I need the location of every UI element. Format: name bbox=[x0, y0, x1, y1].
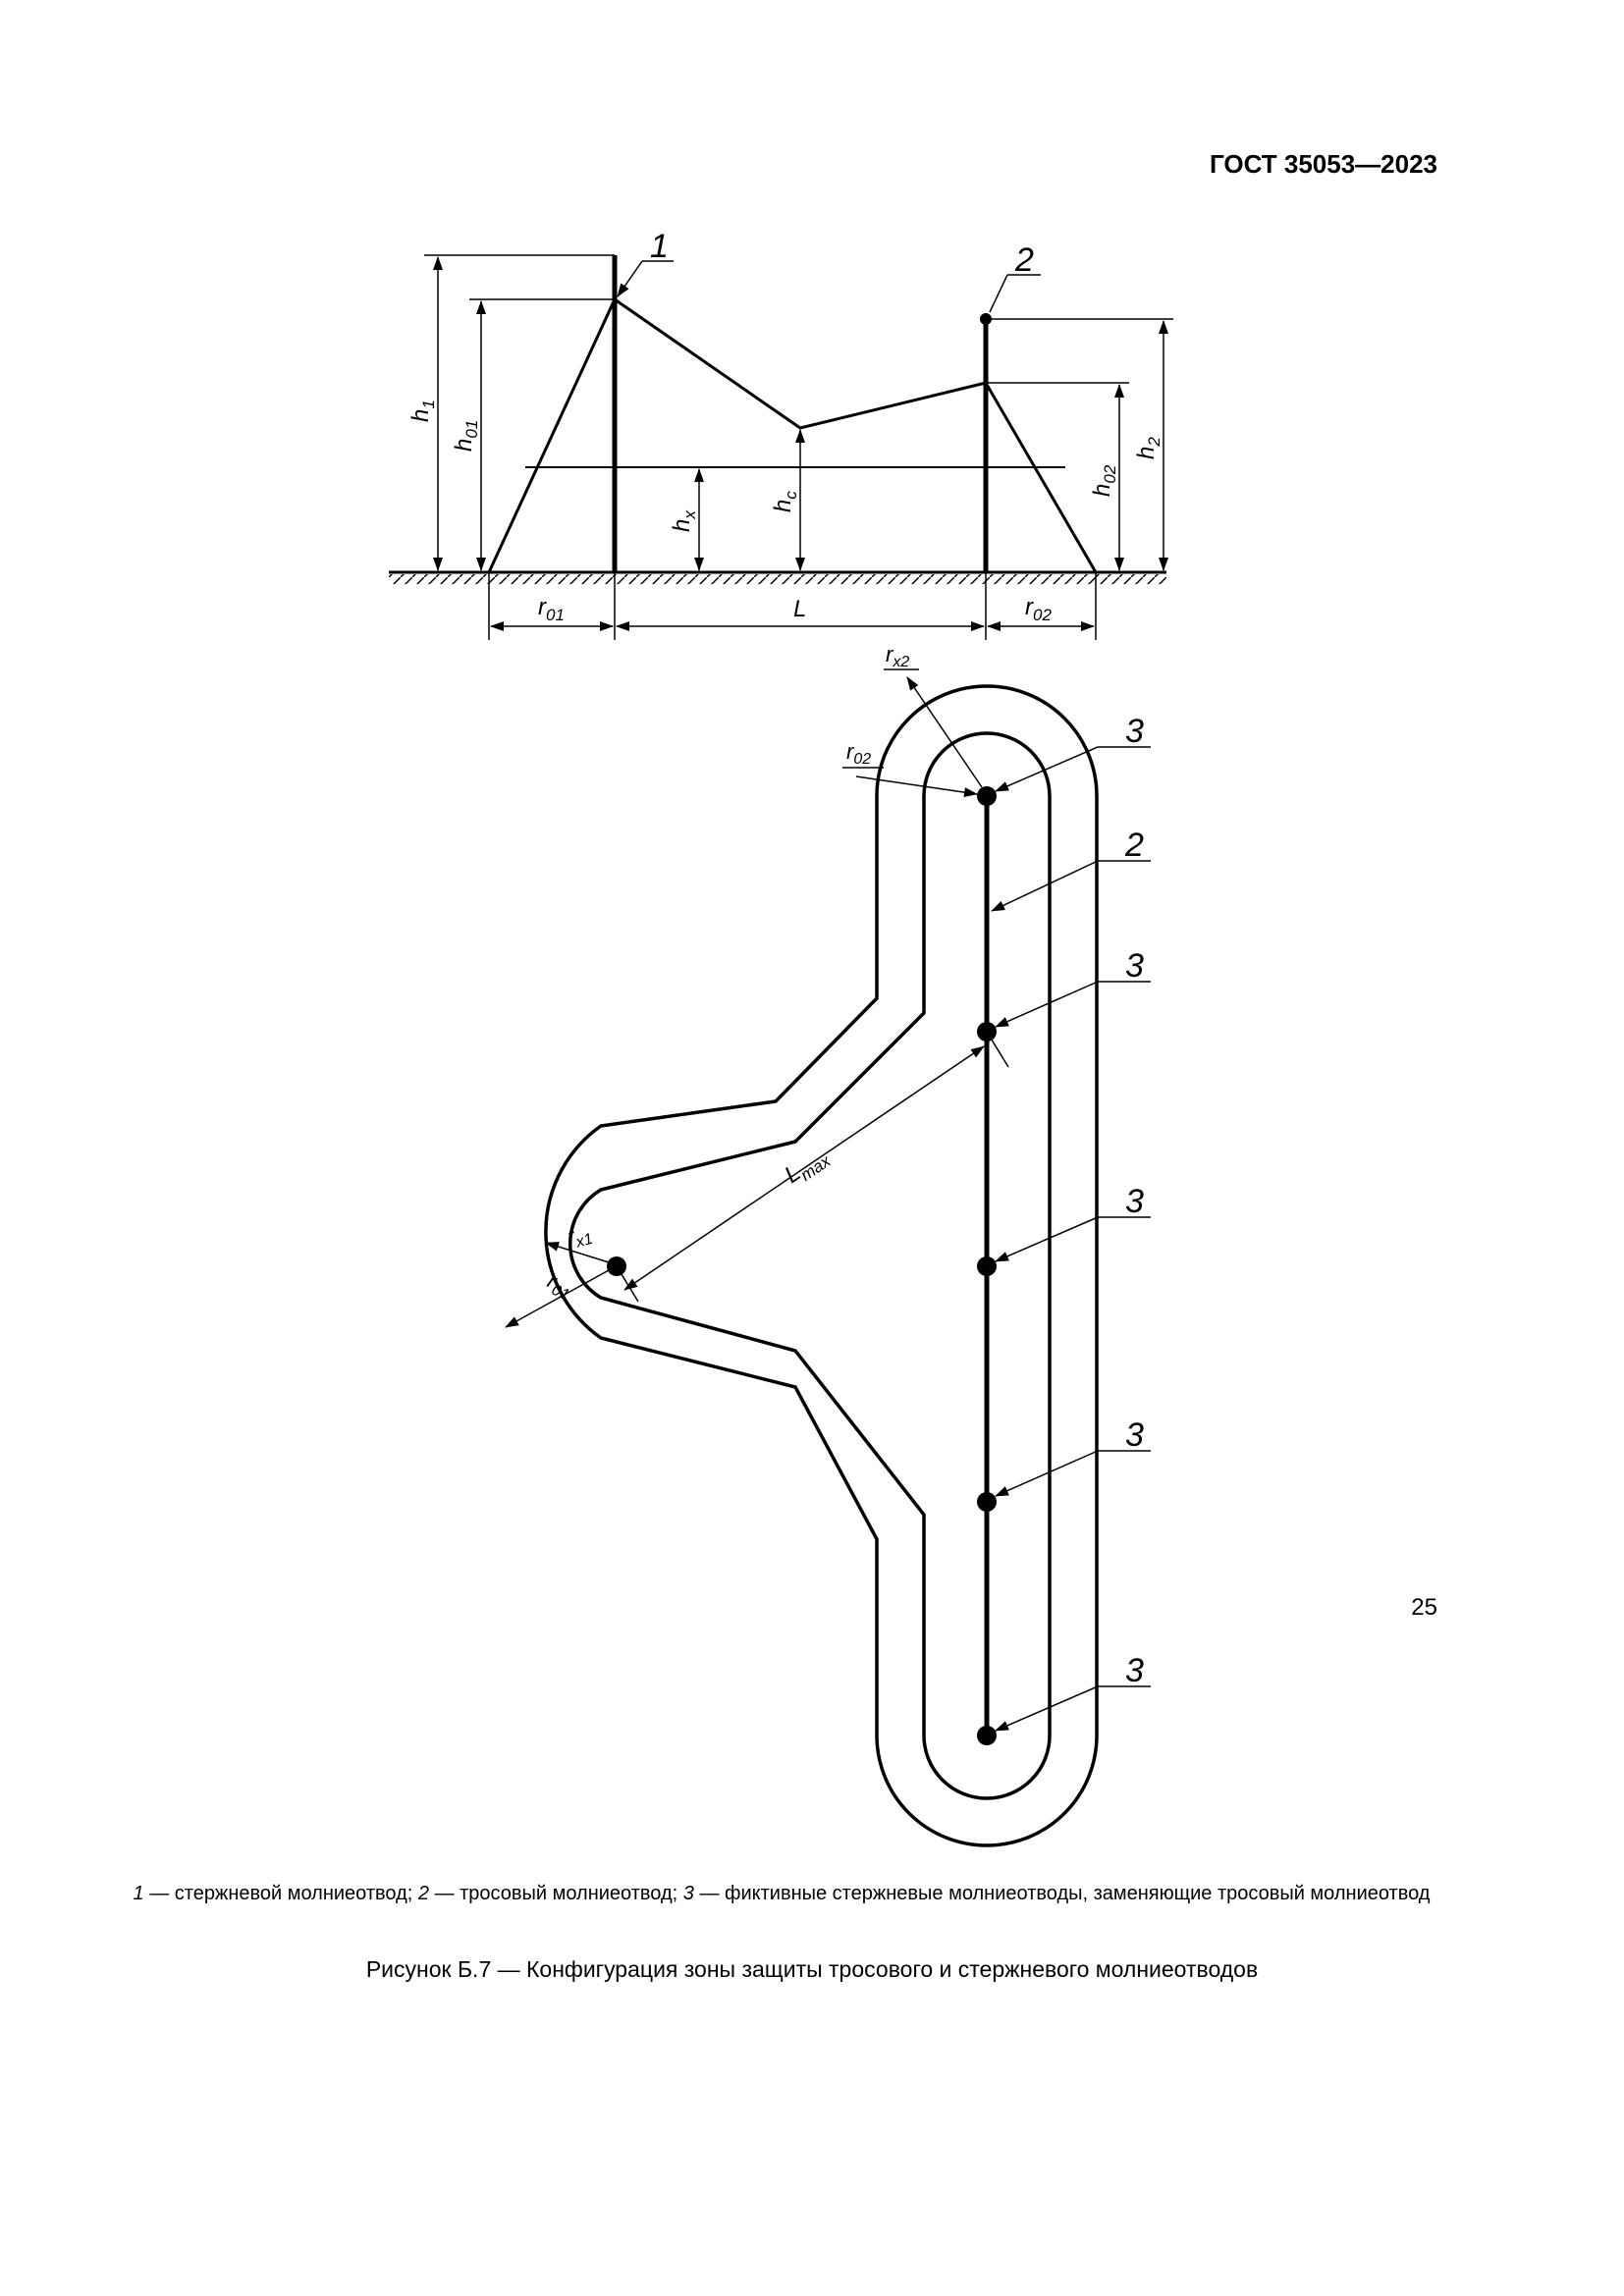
label-rx2-plan: rx2 bbox=[886, 642, 909, 670]
page-number: 25 bbox=[1411, 1594, 1437, 1621]
callout-1-leader bbox=[617, 260, 643, 297]
callout-2-leader-plan bbox=[991, 860, 1099, 912]
legend-num-1: 1 bbox=[133, 1883, 144, 1904]
Lmax-ext-left bbox=[616, 1265, 639, 1303]
document-header: ГОСТ 35053—2023 bbox=[1210, 149, 1437, 179]
fictitious-rod-3 bbox=[977, 1256, 997, 1276]
elevation-view: 1 2 h1 h01 hx hc h02 h2 r01 L r02 bbox=[389, 228, 1173, 640]
r02-plan-dimension bbox=[855, 775, 978, 798]
figure-caption: Рисунок Б.7 — Конфигурация зоны защиты т… bbox=[365, 1956, 1259, 1982]
legend-num-2: 2 bbox=[417, 1883, 430, 1904]
label-r02-plan: r02 bbox=[846, 739, 871, 768]
callout-3-leader-d bbox=[995, 1450, 1099, 1497]
plan-view: 3 2 3 3 3 3 r02 rx2 Lmax rx1 r01 bbox=[505, 642, 1151, 1847]
callout-2-leader bbox=[989, 274, 1008, 313]
label-r01: r01 bbox=[538, 594, 565, 624]
callout-label-3a: 3 bbox=[1125, 713, 1144, 750]
fictitious-rod-4 bbox=[977, 1492, 997, 1512]
label-r01-plan: r01 bbox=[542, 1268, 576, 1305]
outer-zone-boundary bbox=[544, 684, 1099, 1847]
fictitious-rod-1 bbox=[977, 786, 997, 806]
callout-label-3b: 3 bbox=[1125, 947, 1144, 985]
callout-label-3e: 3 bbox=[1125, 1652, 1144, 1689]
label-h1: h1 bbox=[407, 400, 438, 422]
label-L: L bbox=[793, 596, 806, 622]
figure-legend: 1 — стержневой молниеотвод; 2 — тросовый… bbox=[116, 1881, 1447, 1906]
legend-text-2: — тросовый молниеотвод; bbox=[429, 1883, 683, 1904]
callout-label-2-plan: 2 bbox=[1124, 827, 1144, 864]
callout-3-leader-c bbox=[995, 1216, 1099, 1262]
callout-3-leader-e bbox=[995, 1685, 1099, 1732]
label-Lmax: Lmax bbox=[780, 1142, 834, 1192]
callout-3-leader-b bbox=[995, 981, 1099, 1028]
label-r02: r02 bbox=[1025, 594, 1052, 624]
protection-zone-diagram: 1 2 h1 h01 hx hc h02 h2 r01 L r02 bbox=[389, 228, 1173, 1847]
Lmax-dimension bbox=[623, 1045, 985, 1291]
inner-zone-boundary bbox=[568, 731, 1052, 1800]
protection-zone-outline bbox=[487, 296, 1098, 573]
rx1-plan-dimension bbox=[545, 1242, 610, 1263]
Lmax-ext-right bbox=[986, 1031, 1009, 1068]
r01-plan-dimension bbox=[505, 1269, 610, 1328]
label-h02: h02 bbox=[1089, 464, 1119, 497]
legend-text-3: — фиктивные стержневые молниеотводы, зам… bbox=[693, 1883, 1431, 1904]
fictitious-rod-5 bbox=[977, 1726, 997, 1745]
label-h01: h01 bbox=[451, 420, 481, 452]
legend-num-3: 3 bbox=[682, 1883, 694, 1904]
rx2-plan-dimension bbox=[906, 676, 983, 788]
callout-label-2: 2 bbox=[1014, 241, 1034, 279]
callout-3-leader-a bbox=[995, 746, 1099, 792]
legend-text-1: — стержневой молниеотвод; bbox=[143, 1883, 418, 1904]
callout-label-3d: 3 bbox=[1125, 1416, 1144, 1454]
callout-label-1: 1 bbox=[650, 228, 669, 265]
label-hx: hx bbox=[669, 510, 699, 532]
label-hc: hc bbox=[770, 491, 800, 512]
callout-label-3c: 3 bbox=[1125, 1183, 1144, 1220]
ground-hatch bbox=[389, 574, 1166, 584]
label-h2: h2 bbox=[1133, 437, 1164, 459]
